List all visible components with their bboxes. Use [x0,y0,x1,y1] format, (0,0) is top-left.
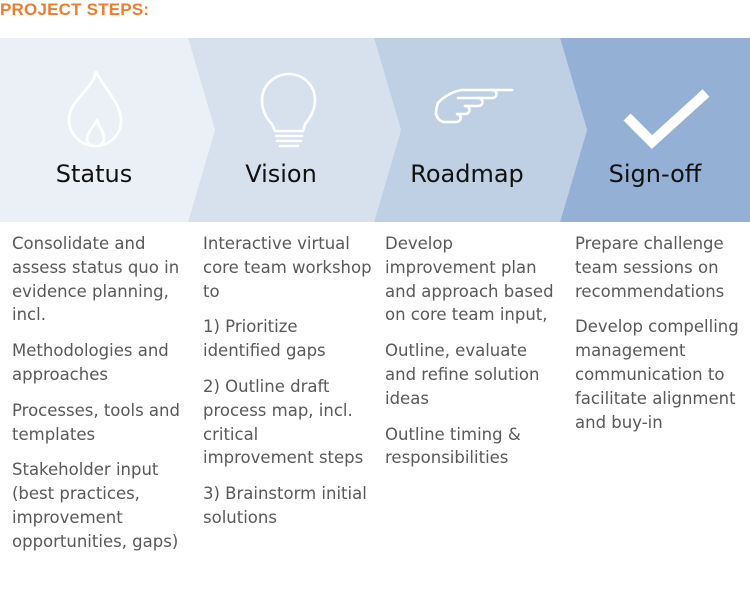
description-paragraph: 3) Brainstorm initial solutions [203,484,367,527]
step-title-roadmap: Roadmap [410,160,524,188]
description-paragraph: Processes, tools and templates [12,400,180,444]
step-title-status: Status [55,160,133,188]
description-paragraph: 2) Outline draft process map, incl. crit… [203,376,364,468]
page-heading: PROJECT STEPS: [0,0,150,19]
lightbulb-icon [260,72,317,148]
description-paragraph: Prepare challenge team sessions on recom… [575,234,725,301]
step-shape-status [0,38,215,222]
description-paragraph: Outline timing & responsibilities [385,424,521,468]
step-description-sign-off: Prepare challenge team sessions on recom… [575,232,745,446]
description-paragraph: Outline, evaluate and refine solution id… [385,341,540,408]
description-paragraph: 1) Prioritize identified gaps [203,317,326,361]
step-title-vision: Vision [245,160,317,188]
step-description-vision: Interactive virtual core team workshop t… [203,232,373,542]
process-chevrons [0,38,750,222]
step-description-roadmap: Develop improvement plan and approach ba… [385,232,557,482]
flame-icon [67,70,123,148]
description-paragraph: Interactive virtual core team workshop t… [203,234,372,301]
step-title-sign-off: Sign-off [608,160,702,188]
description-paragraph: Develop compelling management communicat… [575,317,739,432]
step-shape-roadmap [374,38,587,222]
description-paragraph: Consolidate and assess status quo in evi… [12,234,180,325]
description-paragraph: Stakeholder input (best practices, impro… [12,460,179,551]
checkmark-icon [623,89,710,149]
pointing-hand-icon [434,88,514,124]
description-paragraph: Develop improvement plan and approach ba… [385,234,554,325]
description-paragraph: Methodologies and approaches [12,341,169,384]
step-shape-sign-off [560,38,750,222]
step-description-status: Consolidate and assess status quo in evi… [12,232,184,566]
